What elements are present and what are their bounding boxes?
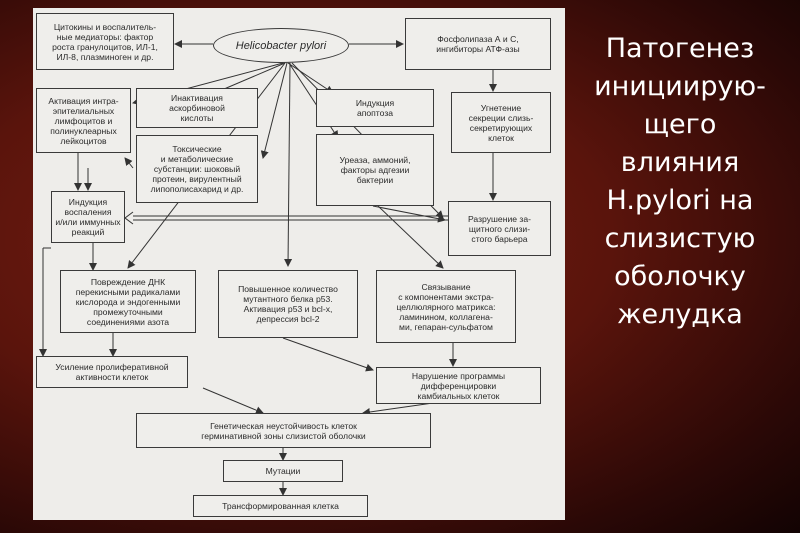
apoptosis-box: Индукция апоптоза bbox=[316, 89, 434, 127]
cytokines-box: Цитокины и воспалитель- ные медиаторы: ф… bbox=[36, 13, 174, 70]
genetic-instability-box: Генетическая неустойчивость клеток герми… bbox=[136, 413, 431, 448]
arrow bbox=[202, 387, 264, 414]
urease-box: Уреаза, аммоний, факторы адгезии бактери… bbox=[316, 134, 434, 206]
p53-box: Повышенное количество мутантного белка p… bbox=[218, 270, 358, 338]
extracellular-matrix-box: Связывание с компонентами экстра- целлюл… bbox=[376, 270, 516, 343]
pathogenesis-diagram: Цитокины и воспалитель- ные медиаторы: ф… bbox=[33, 8, 565, 520]
mutations-box: Мутации bbox=[223, 460, 343, 482]
title-line: H.pylori на bbox=[606, 185, 754, 216]
connector bbox=[124, 211, 134, 225]
arrow bbox=[284, 62, 293, 267]
arrow bbox=[287, 62, 334, 94]
lymphocytes-box: Активация интра- эпителиальных лимфоцито… bbox=[36, 88, 131, 153]
differentiation-box: Нарушение программы дифференцировки камб… bbox=[376, 367, 541, 404]
arrow bbox=[377, 205, 444, 269]
diagram-connectors bbox=[39, 40, 497, 496]
arrow bbox=[260, 62, 288, 159]
ascorbic-acid-box: Инактивация аскорбиновой кислоты bbox=[136, 88, 258, 128]
slide-title: Патогенез инициирую- щего влияния H.pylo… bbox=[575, 30, 785, 334]
title-line: инициирую- bbox=[594, 71, 766, 102]
arrow bbox=[282, 337, 374, 372]
transformed-cell-box: Трансформированная клетка bbox=[193, 495, 368, 517]
dna-damage-box: Повреждение ДНК перекисными радикалами к… bbox=[60, 270, 196, 333]
inflammation-box: Индукция воспаления и/или иммунных реакц… bbox=[51, 191, 125, 243]
arrow bbox=[362, 402, 434, 416]
phospholipase-box: Фосфолипаза А и С, ингибиторы АТФ-азы bbox=[405, 18, 551, 70]
title-line: оболочку bbox=[614, 261, 746, 292]
title-line: Патогенез bbox=[605, 33, 755, 64]
title-line: желудка bbox=[617, 299, 743, 330]
title-line: щего bbox=[643, 109, 717, 140]
proliferation-box: Усиление пролиферативной активности клет… bbox=[36, 356, 188, 388]
toxic-substances-box: Токсические и метаболические субстанции:… bbox=[136, 135, 258, 203]
mucosal-barrier-box: Разрушение за- щитного слизи- стого барь… bbox=[448, 201, 551, 256]
arrow bbox=[124, 157, 134, 169]
title-line: влияния bbox=[620, 147, 740, 178]
arrow bbox=[372, 205, 446, 223]
helicobacter-pylori-ellipse: Helicobacter pylori bbox=[213, 28, 349, 63]
mucus-secretion-box: Угнетение секреции слизь- секретирующих … bbox=[451, 92, 551, 153]
title-line: слизистую bbox=[604, 223, 756, 254]
